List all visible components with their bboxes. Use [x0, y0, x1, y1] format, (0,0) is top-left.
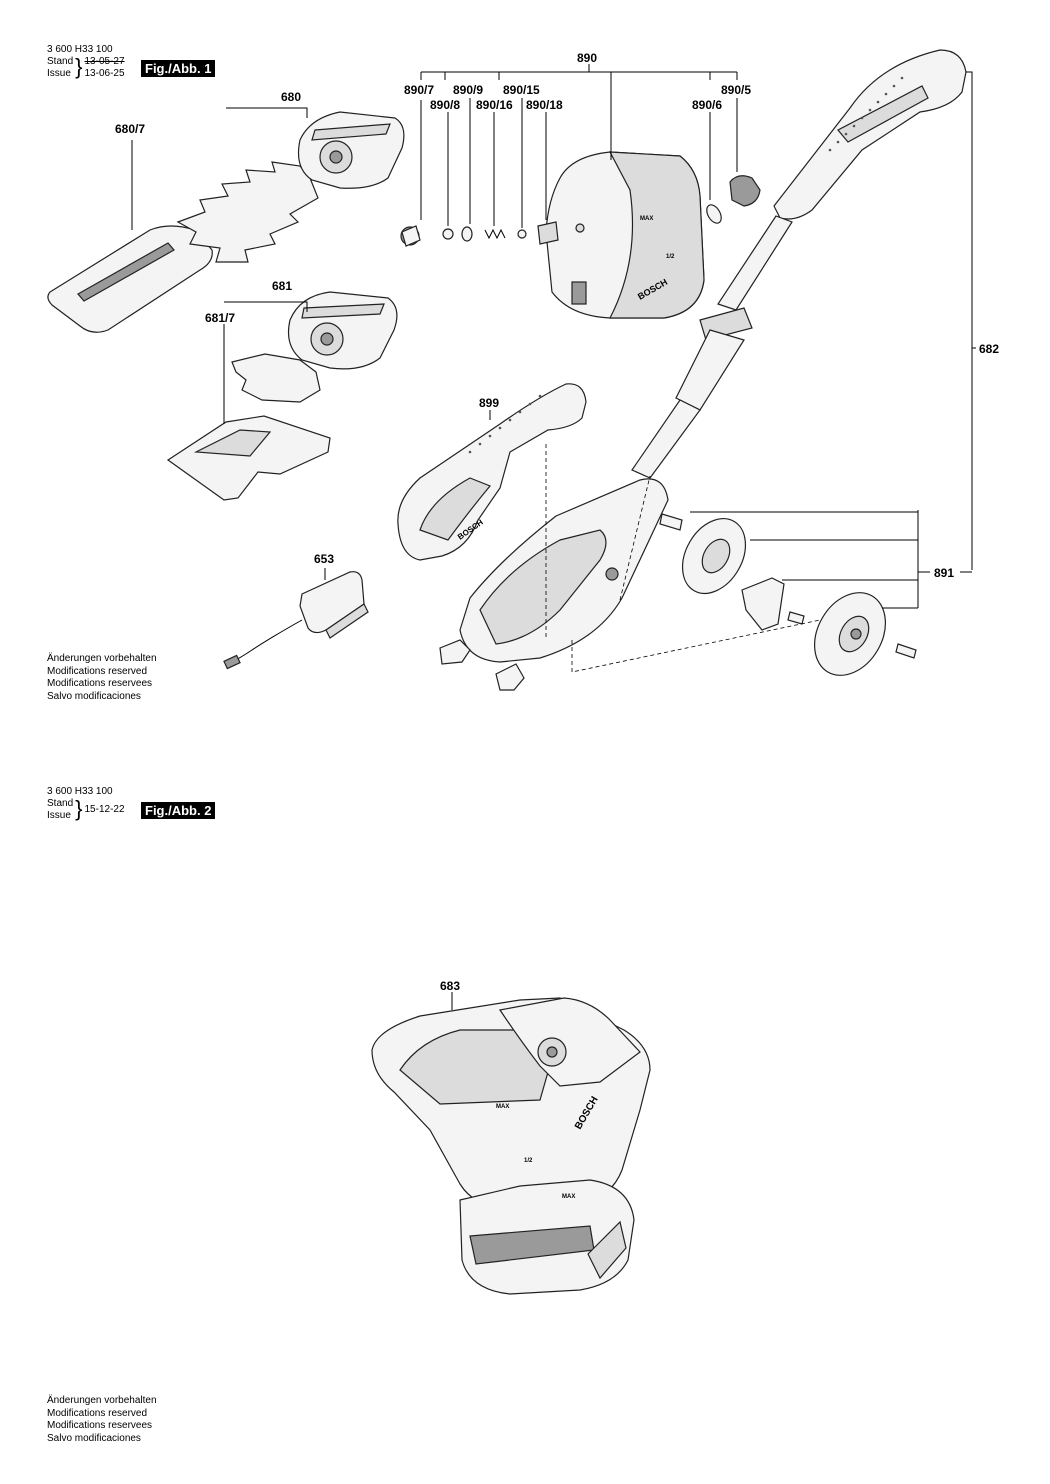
modification-notice-2: Änderungen vorbehalten Modifications res… [47, 1395, 157, 1445]
figure2-header: 3 600 H33 100 Stand Issue } 15-12-22 [47, 786, 125, 822]
notice-es: Salvo modificaciones [47, 690, 141, 702]
figure2-tag: Fig./Abb. 2 [141, 802, 216, 819]
stand-label: Stand [47, 798, 74, 809]
telescopic-handle-682 [439, 49, 967, 691]
date-new: 13-06-25 [84, 68, 125, 79]
notice-fr: Modifications reservees [47, 678, 153, 689]
modification-notice-1: Änderungen vorbehalten Modifications res… [47, 653, 157, 703]
label-683: 683 [440, 979, 460, 993]
charger-653 [223, 571, 369, 670]
half-mark: 1/2 [524, 1158, 533, 1164]
half-mark: 1/2 [666, 254, 675, 260]
label-891: 891 [934, 566, 954, 580]
stand-label: Stand [47, 56, 74, 67]
label-890-6: 890/6 [692, 98, 722, 112]
handle-cover-899 [397, 383, 587, 561]
grass-shear-681 [166, 291, 398, 501]
figure1-tag: Fig./Abb. 1 [141, 60, 216, 77]
label-681-7: 681/7 [205, 311, 235, 325]
doc-number: 3 600 H33 100 [47, 44, 113, 55]
notice-en: Modifications reserved [47, 1407, 148, 1419]
label-890-5: 890/5 [721, 83, 751, 97]
issue-label: Issue [47, 68, 71, 79]
doc-number: 3 600 H33 100 [47, 786, 113, 797]
label-653: 653 [314, 552, 334, 566]
label-890-8: 890/8 [430, 98, 460, 112]
notice-de: Änderungen vorbehalten [47, 653, 157, 664]
brace: } [75, 796, 83, 821]
notice-fr: Modifications reservees [47, 1420, 153, 1431]
notice-es: Salvo modificaciones [47, 1432, 141, 1444]
date-old: 13-05-27 [84, 56, 125, 67]
label-680-7: 680/7 [115, 122, 145, 136]
label-890: 890 [577, 51, 597, 65]
max-mark: MAX [496, 1104, 509, 1110]
max-mark: MAX [562, 1194, 575, 1200]
label-890-15: 890/15 [503, 83, 540, 97]
spreader-890 [400, 151, 761, 319]
spreader-hopper-683 [371, 997, 651, 1295]
label-890-18: 890/18 [526, 98, 563, 112]
label-899: 899 [479, 396, 499, 410]
wheels-891 [659, 513, 917, 676]
brace: } [75, 54, 83, 79]
figure1-header: 3 600 H33 100 Stand Issue } 13-05-27 13-… [47, 44, 125, 80]
notice-en: Modifications reserved [47, 665, 148, 677]
issue-label: Issue [47, 810, 71, 821]
max-mark: MAX [640, 216, 653, 222]
label-682: 682 [979, 342, 999, 356]
label-890-9: 890/9 [453, 83, 483, 97]
hedge-blade-680 [47, 111, 405, 333]
date: 15-12-22 [84, 804, 125, 815]
notice-de: Änderungen vorbehalten [47, 1395, 157, 1406]
label-680: 680 [281, 90, 301, 104]
label-890-16: 890/16 [476, 98, 513, 112]
label-890-7: 890/7 [404, 83, 434, 97]
label-681: 681 [272, 279, 292, 293]
